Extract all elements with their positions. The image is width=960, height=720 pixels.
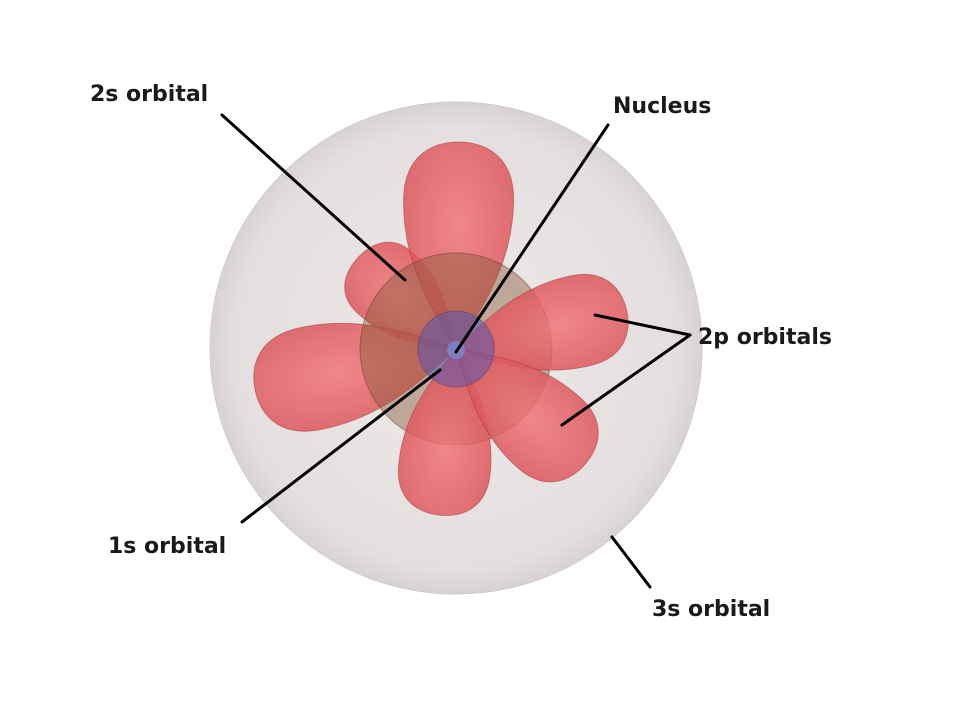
label-3s-orbital: 3s orbital [652, 597, 771, 622]
leader-2s [220, 113, 407, 282]
p-orbital-lobe [253, 322, 457, 432]
leader-nucleus [454, 123, 610, 354]
label-nucleus: Nucleus [613, 94, 712, 119]
label-2p-orbitals: 2p orbitals [698, 325, 832, 350]
leader-2p-lower [560, 333, 692, 427]
leader-1s [240, 368, 442, 524]
leader-2p-upper [593, 313, 692, 337]
p-orbital-lobe [455, 348, 599, 483]
label-1s-orbital: 1s orbital [108, 534, 227, 559]
p-orbital-lobe [455, 274, 629, 371]
p-orbital-lobe [403, 141, 515, 350]
label-2s-orbital: 2s orbital [90, 82, 209, 107]
leader-3s [610, 535, 652, 589]
